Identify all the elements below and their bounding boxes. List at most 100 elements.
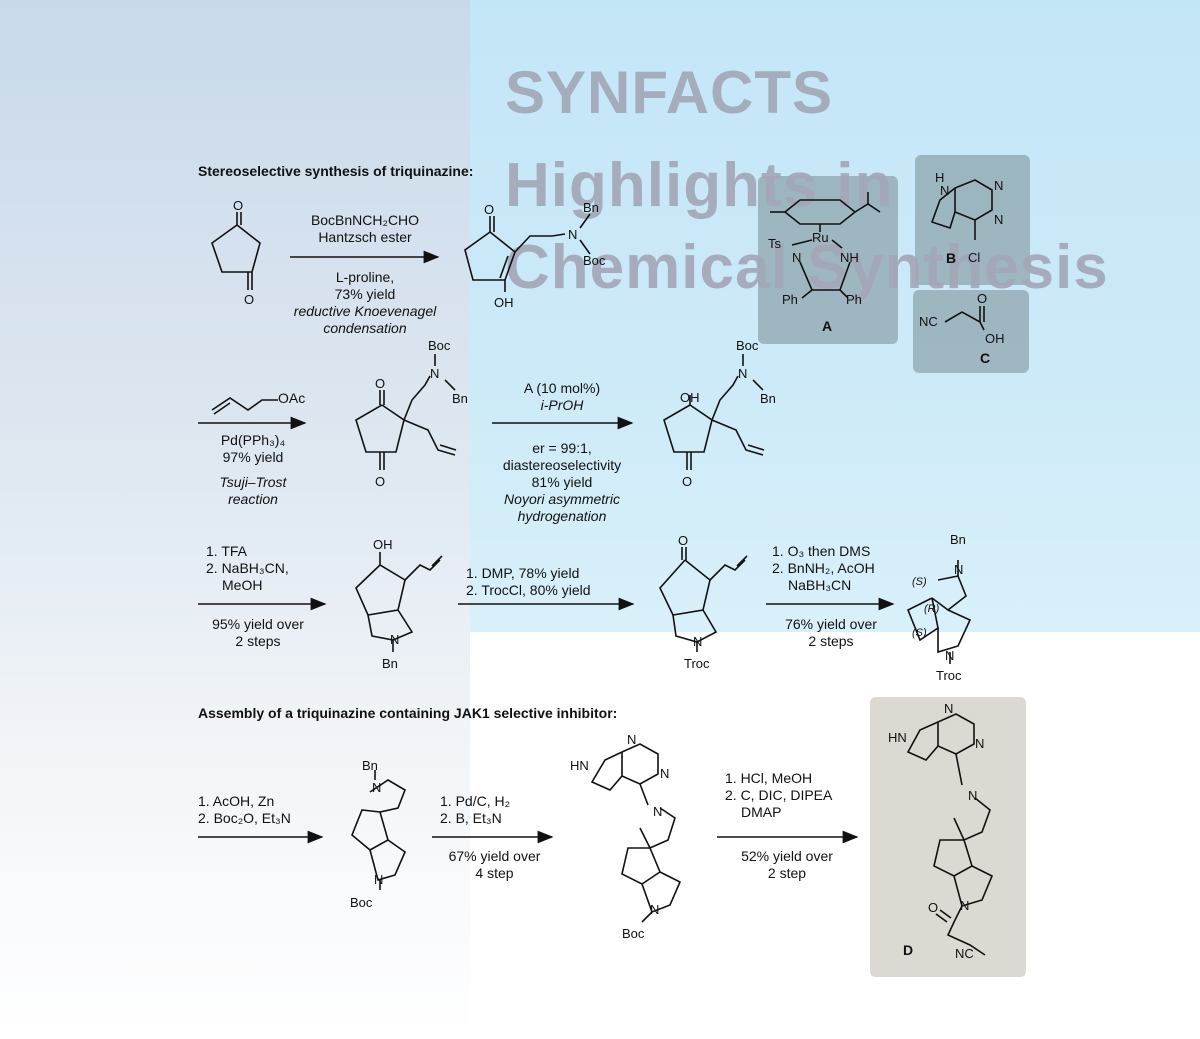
cyclopentanedione-structure: O O bbox=[211, 198, 261, 307]
atom-oh: OH bbox=[985, 331, 1005, 346]
label-d: D bbox=[903, 942, 914, 958]
amino-alcohol-structure: OH N Bn bbox=[355, 537, 443, 671]
atom-bn: Bn bbox=[583, 200, 599, 215]
atom-n: N bbox=[994, 212, 1003, 227]
step-1-conditions-below: L-proline, 73% yield reductive Knoevenag… bbox=[293, 269, 437, 336]
atom-n: N bbox=[944, 701, 953, 716]
jak1-inhibitor-d-structure: HN N N N N O NC bbox=[888, 701, 994, 961]
atom-boc: Boc bbox=[350, 895, 373, 910]
atom-oh: OH bbox=[373, 537, 393, 552]
allylated-dione-structure: O O N Boc Bn bbox=[355, 338, 468, 489]
atom-hn: HN bbox=[888, 730, 907, 745]
brand-subtitle-1: Highlights in bbox=[505, 151, 894, 220]
background-left bbox=[0, 0, 470, 1039]
boc-bn-triquinazine-structure: Bn N N Boc bbox=[350, 758, 406, 910]
atom-o: O bbox=[678, 533, 688, 548]
stereo-s: (S) bbox=[912, 576, 927, 588]
atom-oh: OH bbox=[494, 295, 514, 310]
reagent-b-structure: H N N N Cl bbox=[930, 170, 1003, 265]
atom-o: O bbox=[375, 474, 385, 489]
enone-intermediate-structure: O N Bn Boc OH bbox=[464, 200, 606, 310]
atom-n: N bbox=[940, 183, 949, 198]
atom-o: O bbox=[244, 292, 254, 307]
atom-n: N bbox=[954, 562, 963, 577]
atom-n: N bbox=[975, 736, 984, 751]
step-1-conditions-above: BocBnNCH₂CHO Hantzsch ester bbox=[310, 212, 420, 245]
atom-n: N bbox=[568, 227, 577, 242]
step-3-conditions-below: er = 99:1, diastereoselectivity 81% yiel… bbox=[502, 440, 622, 524]
atom-nc: NC bbox=[919, 314, 938, 329]
atom-bn: Bn bbox=[452, 391, 468, 406]
atom-n: N bbox=[738, 366, 747, 381]
stereo-r: (R) bbox=[924, 603, 940, 615]
brand-subtitle-2: Chemical Synthesis bbox=[505, 233, 1109, 302]
atom-o: O bbox=[233, 198, 243, 213]
atom-n: N bbox=[693, 634, 702, 649]
atom-troc: Troc bbox=[936, 668, 962, 683]
stereo-s: (S) bbox=[912, 627, 927, 639]
reagent-c-panel bbox=[913, 290, 1029, 373]
section-title-triquinazine: Stereoselective synthesis of triquinazin… bbox=[198, 163, 474, 179]
step-7-conditions: 1. AcOH, Zn 2. Boc₂O, Et₃N bbox=[198, 793, 291, 826]
label-c: C bbox=[980, 350, 991, 366]
step-5-conditions: 1. DMP, 78% yield 2. TrocCl, 80% yield bbox=[466, 565, 591, 598]
atom-n: N bbox=[627, 732, 636, 747]
step-3-conditions-above: A (10 mol%) i-PrOH bbox=[523, 380, 601, 413]
atom-n: N bbox=[650, 902, 659, 917]
product-d-panel bbox=[870, 697, 1026, 977]
atom-o: O bbox=[928, 900, 938, 915]
step-9-conditions-above: 1. HCl, MeOH 2. C, DIC, DIPEA DMAP bbox=[725, 770, 833, 820]
step-6-conditions-below: 76% yield over 2 steps bbox=[785, 616, 877, 649]
allyl-acetate-structure bbox=[211, 397, 278, 415]
atom-ph: Ph bbox=[782, 292, 798, 307]
atom-n: N bbox=[968, 788, 977, 803]
atom-n: N bbox=[390, 632, 399, 647]
atom-n: N bbox=[660, 766, 669, 781]
atom-nc: NC bbox=[955, 946, 974, 961]
label-a: A bbox=[822, 318, 833, 334]
step-8-conditions-above: 1. Pd/C, H₂ 2. B, Et₃N bbox=[440, 793, 511, 826]
pyrrolopyrimidine-intermediate-structure: HN N N N N Boc bbox=[570, 732, 682, 941]
reagent-b-panel bbox=[915, 155, 1030, 285]
reagent-c-structure: NC O OH bbox=[919, 291, 1005, 346]
atom-troc: Troc bbox=[684, 656, 710, 671]
atom-o: O bbox=[682, 474, 692, 489]
atom-bn: Bn bbox=[362, 758, 378, 773]
troc-ketone-structure: O N Troc bbox=[659, 533, 748, 671]
atom-ru: Ru bbox=[812, 230, 829, 245]
atom-cl: Cl bbox=[968, 250, 980, 265]
atom-n: N bbox=[653, 804, 662, 819]
step-6-conditions-above: 1. O₃ then DMS 2. BnNH₂, AcOH NaBH₃CN bbox=[772, 543, 875, 593]
atom-ph: Ph bbox=[846, 292, 862, 307]
hydroxy-ketone-structure: OH O N Boc Bn bbox=[663, 338, 776, 489]
triquinazine-core-structure: Bn N (S) (R) (S) N Troc bbox=[906, 532, 972, 683]
atom-o: O bbox=[484, 202, 494, 217]
step-2-conditions: Pd(PPh₃)₄ 97% yield Tsuji–Trost reaction bbox=[219, 432, 287, 507]
atom-nh: NH bbox=[840, 250, 859, 265]
atom-boc: Boc bbox=[736, 338, 759, 353]
step-4-conditions-below: 95% yield over 2 steps bbox=[212, 616, 304, 649]
section-title-assembly: Assembly of a triquinazine containing JA… bbox=[198, 705, 618, 721]
step-4-conditions-above: 1. TFA 2. NaBH₃CN, MeOH bbox=[206, 543, 289, 593]
catalyst-a-panel bbox=[758, 176, 898, 344]
atom-h: H bbox=[935, 170, 944, 185]
atom-boc: Boc bbox=[428, 338, 451, 353]
atom-o: O bbox=[375, 376, 385, 391]
atom-n: N bbox=[994, 178, 1003, 193]
atom-hn: HN bbox=[570, 758, 589, 773]
reagent-oac: OAc bbox=[278, 390, 306, 406]
label-b: B bbox=[946, 250, 957, 266]
brand-title: SYNFACTS bbox=[505, 59, 834, 126]
atom-n: N bbox=[372, 780, 381, 795]
atom-bn: Bn bbox=[760, 391, 776, 406]
atom-o: O bbox=[977, 291, 987, 306]
atom-oh: OH bbox=[680, 390, 700, 405]
catalyst-a-structure: Ru Ts N NH Ph Ph bbox=[768, 192, 881, 307]
step-8-conditions-below: 67% yield over 4 step bbox=[448, 848, 541, 881]
atom-bn: Bn bbox=[382, 656, 398, 671]
step-9-conditions-below: 52% yield over 2 step bbox=[741, 848, 833, 881]
atom-boc: Boc bbox=[622, 926, 645, 941]
atom-ts: Ts bbox=[768, 236, 782, 251]
atom-n: N bbox=[960, 898, 969, 913]
